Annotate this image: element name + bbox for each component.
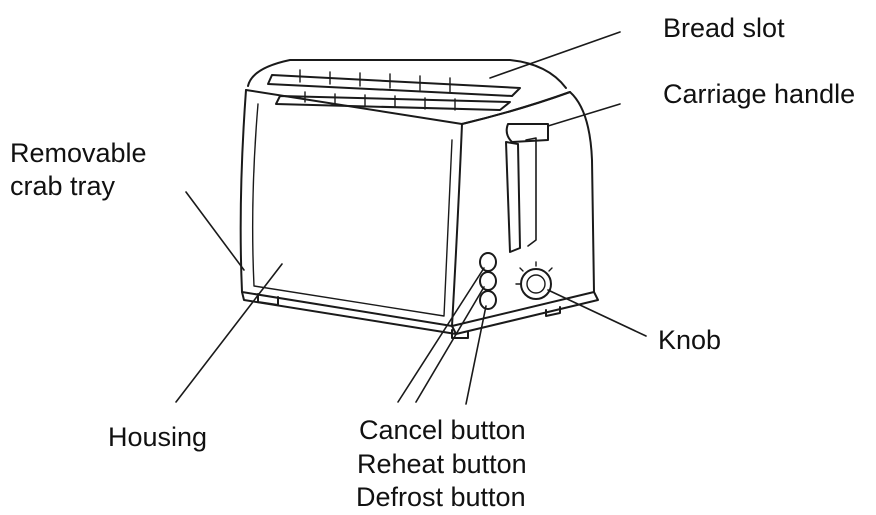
housing-front-inner	[251, 103, 453, 317]
carriage-handle-shape	[505, 123, 549, 143]
control-buttons	[479, 252, 497, 310]
browning-knob	[515, 261, 553, 300]
label-knob: Knob	[658, 325, 722, 355]
foot-right	[545, 306, 561, 317]
foot-middle	[451, 329, 469, 339]
toaster-top	[247, 59, 567, 89]
housing-side	[451, 91, 595, 327]
leader-cancel-button	[397, 267, 485, 403]
leader-carriage-handle	[547, 103, 621, 127]
label-defrost-button: Defrost button	[356, 482, 526, 512]
label-removable-tray-line2: crab tray	[10, 171, 116, 201]
carriage-slot	[505, 141, 521, 253]
leader-bread-slot	[489, 31, 621, 79]
label-carriage-handle: Carriage handle	[663, 79, 856, 109]
leader-knob	[547, 289, 647, 337]
leader-reheat-button	[415, 286, 485, 403]
leader-crumb-tray	[185, 191, 245, 271]
foot-left	[257, 293, 279, 306]
label-housing: Housing	[108, 422, 208, 452]
bread-slots	[267, 69, 521, 111]
housing-front	[239, 89, 463, 327]
leader-defrost-button	[465, 305, 487, 405]
label-cancel-button: Cancel button	[359, 415, 526, 445]
housing-base	[241, 291, 457, 335]
label-reheat-button: Reheat button	[357, 449, 527, 479]
label-removable-tray-line1: Removable	[10, 138, 147, 168]
leader-housing	[175, 263, 283, 403]
label-bread-slot: Bread slot	[663, 13, 785, 43]
